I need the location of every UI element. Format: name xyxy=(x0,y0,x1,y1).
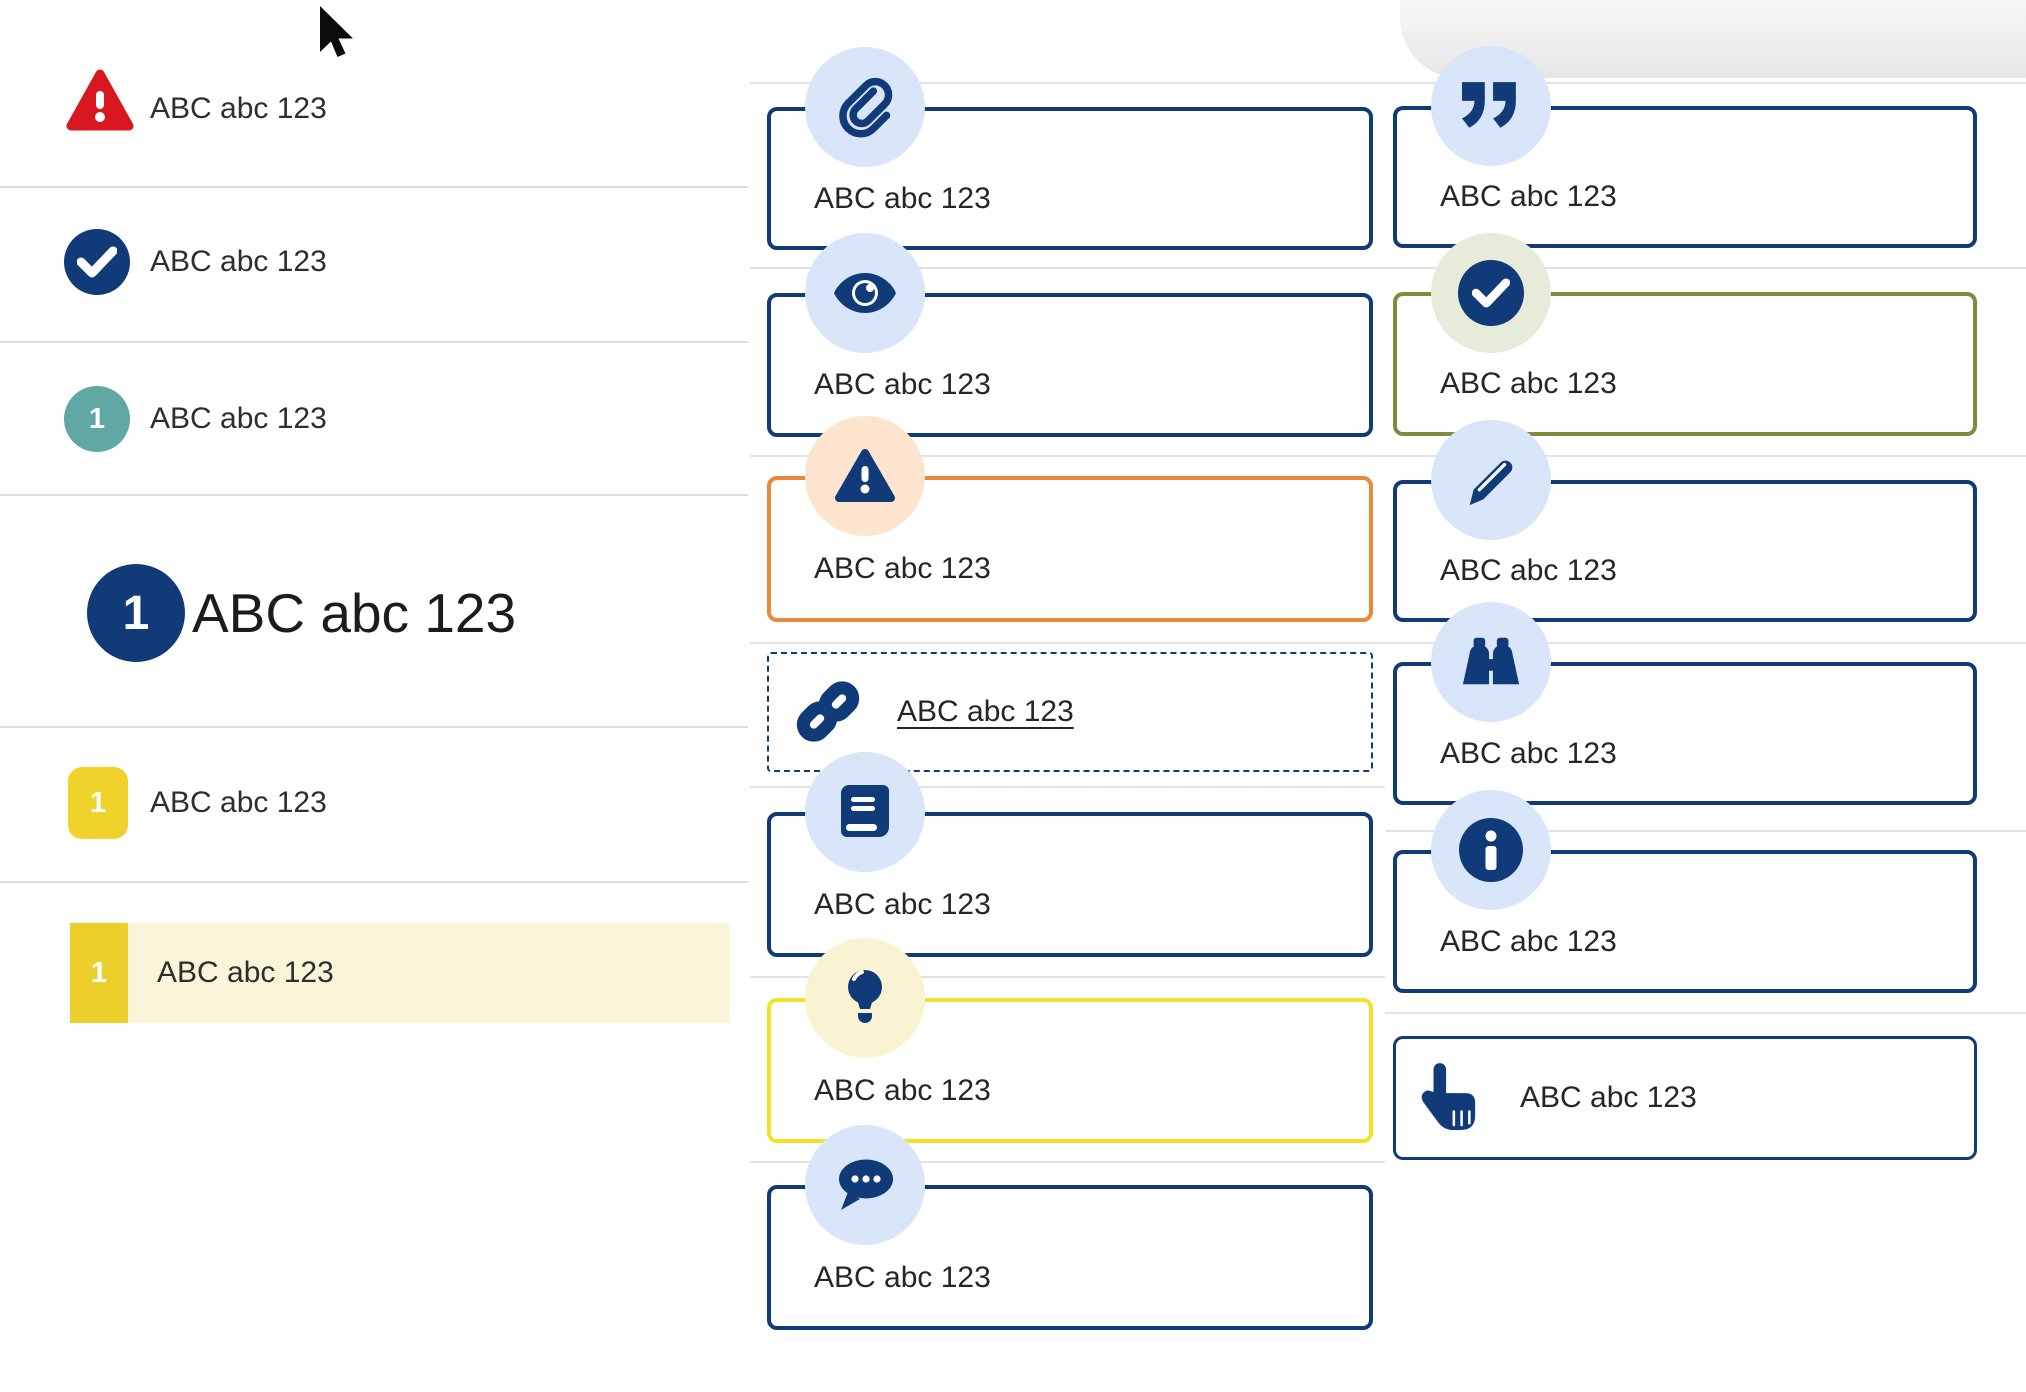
callout-info: ABC abc 123 xyxy=(1393,850,1977,993)
left-row-divider xyxy=(0,726,748,728)
callout-row-divider xyxy=(1385,830,2026,832)
callout-row-divider xyxy=(750,267,1385,269)
callout-row-divider xyxy=(750,1161,1385,1163)
highlighted-row xyxy=(70,923,730,1023)
list-item-label: ABC abc 123 xyxy=(150,245,327,278)
callout-row-divider xyxy=(1385,1012,2026,1014)
left-row-divider xyxy=(0,186,748,188)
info-icon xyxy=(1431,790,1551,910)
yellow-number-square-highlighted: 1 xyxy=(70,923,128,1023)
alert-triangle-icon xyxy=(66,68,134,134)
callout-label: ABC abc 123 xyxy=(814,1260,991,1294)
paperclip-icon xyxy=(805,47,925,167)
callout-label: ABC abc 123 xyxy=(814,552,991,585)
warning-icon xyxy=(805,416,925,536)
list-item-label: ABC abc 123 xyxy=(150,786,327,819)
lightbulb-icon xyxy=(805,938,925,1058)
callout-link-text[interactable]: ABC abc 123 xyxy=(897,695,1074,728)
section-heading: ABC abc 123 xyxy=(192,582,517,644)
callout-row-divider xyxy=(750,642,1385,644)
left-row-divider xyxy=(0,494,748,496)
callout-row-divider xyxy=(1385,82,2026,84)
book-icon xyxy=(805,752,925,872)
callout-row-divider xyxy=(750,82,1385,84)
check-circle-icon xyxy=(1431,233,1551,353)
pencil-icon xyxy=(1431,420,1551,540)
check-circle-icon xyxy=(64,229,130,295)
eye-icon xyxy=(805,233,925,353)
callout-attachment: ABC abc 123 xyxy=(767,107,1373,250)
callout-label: ABC abc 123 xyxy=(1440,924,1617,958)
quote-icon xyxy=(1431,46,1551,166)
callout-label: ABC abc 123 xyxy=(814,368,991,401)
callout-action: ABC abc 123 xyxy=(1393,1036,1977,1160)
callout-label: ABC abc 123 xyxy=(814,887,991,921)
list-item-label: ABC abc 123 xyxy=(150,92,327,125)
callout-label: ABC abc 123 xyxy=(1440,367,1617,400)
teal-number-badge: 1 xyxy=(64,386,130,452)
chat-icon xyxy=(805,1125,925,1245)
callout-row-divider xyxy=(750,786,1385,788)
binoculars-icon xyxy=(1431,602,1551,722)
list-item-label: ABC abc 123 xyxy=(157,956,334,989)
link-icon xyxy=(795,679,861,745)
left-row-divider xyxy=(0,341,748,343)
callout-label: ABC abc 123 xyxy=(814,181,991,215)
callout-link[interactable]: ABC abc 123 xyxy=(767,652,1373,772)
callout-success: ABC abc 123 xyxy=(1393,292,1977,436)
callout-row-divider xyxy=(750,455,1385,457)
callout-label: ABC abc 123 xyxy=(1440,736,1617,770)
callout-label: ABC abc 123 xyxy=(1440,180,1617,213)
callout-row-divider xyxy=(1385,267,2026,269)
yellow-number-square: 1 xyxy=(68,767,128,839)
navy-number-circle: 1 xyxy=(87,564,185,662)
mouse-cursor-icon xyxy=(317,4,357,67)
callout-row-divider xyxy=(1385,455,2026,457)
list-item-label: ABC abc 123 xyxy=(150,402,327,435)
left-row-divider xyxy=(0,881,748,883)
callout-row-divider xyxy=(750,976,1385,978)
callout-label: ABC abc 123 xyxy=(1440,554,1617,587)
callout-row-divider xyxy=(1385,642,2026,644)
hand-pointer-icon xyxy=(1418,1060,1480,1136)
callout-label: ABC abc 123 xyxy=(814,1073,991,1107)
callout-label: ABC abc 123 xyxy=(1520,1081,1697,1114)
